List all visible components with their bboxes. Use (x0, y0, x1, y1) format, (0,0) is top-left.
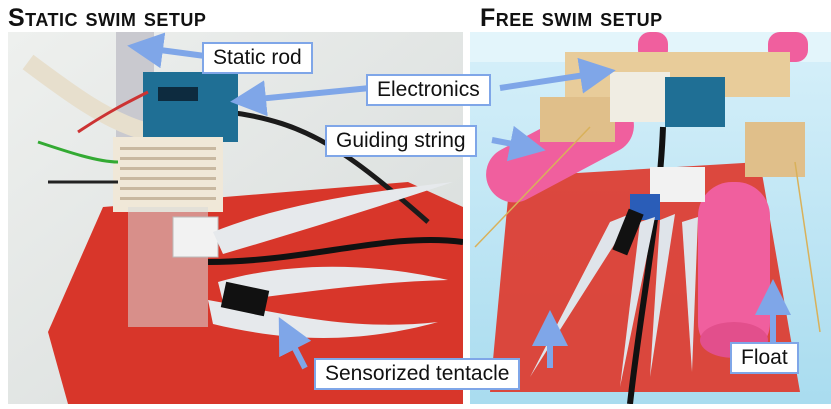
sensorized-tentacle-label: Sensorized tentacle (314, 358, 521, 390)
left-panel-title: Static swim setup (8, 4, 207, 32)
tentacle-c (650, 214, 675, 377)
tentacle-d (682, 217, 698, 372)
free-swim-setup-photo (470, 32, 831, 404)
tentacle-3 (208, 300, 438, 338)
guiding-string-label: Guiding string (325, 125, 477, 157)
right-panel-title: Free swim setup (480, 4, 663, 32)
float-right (698, 182, 770, 358)
tentacle-b (620, 217, 655, 387)
static-rod-label: Static rod (202, 42, 313, 74)
float-label: Float (730, 342, 799, 374)
tentacle-1 (213, 182, 453, 254)
sensor-sleeve (220, 281, 270, 317)
electronics-label: Electronics (366, 74, 491, 106)
arduino-board (143, 72, 238, 142)
tentacle-2 (218, 266, 448, 302)
